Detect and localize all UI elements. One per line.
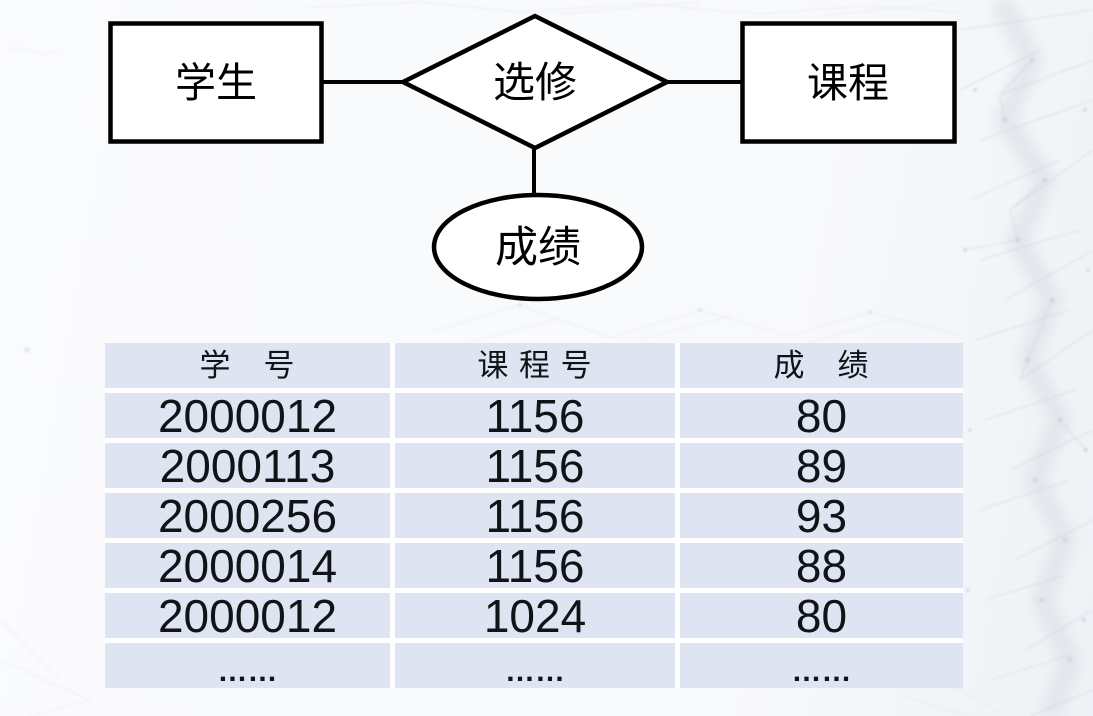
header-cell-course-id: 课 程 号 [395, 343, 675, 388]
student-entity-box [108, 21, 324, 144]
cell-student-id: 2000113 [105, 443, 390, 489]
mesh-right-nodes [962, 57, 1091, 663]
mesh-right-lines [959, 9, 1093, 716]
cell-grade: 80 [680, 593, 963, 639]
mesh-stray-node [24, 347, 30, 353]
cell-student-id: 2000012 [105, 593, 390, 639]
grade-attribute-ellipse [431, 192, 645, 302]
mesh-mid-nodes [518, 303, 872, 314]
cell-ellipsis-student-id: …… [105, 643, 390, 688]
cell-grade: 80 [680, 393, 963, 439]
relationship-diamond [397, 13, 673, 151]
header-cell-student-id: 学 号 [105, 343, 390, 388]
cell-grade: 88 [680, 543, 963, 589]
mesh-top-lines [299, 1, 959, 17]
cell-grade: 93 [680, 493, 963, 539]
cell-student-id: 2000256 [105, 493, 390, 539]
grade-attribute-label: 成绩 [495, 225, 581, 272]
cell-ellipsis-grade: …… [680, 643, 963, 688]
mesh-bottom-lines [0, 47, 1001, 716]
cell-ellipsis-course-id: …… [395, 643, 675, 688]
cell-course-id: 1156 [395, 393, 675, 439]
course-entity-box [740, 21, 957, 144]
course-entity-label: 课程 [807, 60, 889, 106]
cell-grade: 89 [680, 443, 963, 489]
cell-course-id: 1156 [395, 543, 675, 589]
student-entity-label: 学生 [175, 60, 257, 106]
scores-table: 学 号 课 程 号 成 绩 2000012 1156 80 2000113 11… [105, 343, 963, 688]
cell-course-id: 1024 [395, 593, 675, 639]
cell-student-id: 2000012 [105, 393, 390, 439]
cell-course-id: 1156 [395, 443, 675, 489]
cell-student-id: 2000014 [105, 543, 390, 589]
header-cell-grade: 成 绩 [680, 343, 963, 388]
relationship-label: 选修 [493, 61, 577, 107]
cell-course-id: 1156 [395, 493, 675, 539]
